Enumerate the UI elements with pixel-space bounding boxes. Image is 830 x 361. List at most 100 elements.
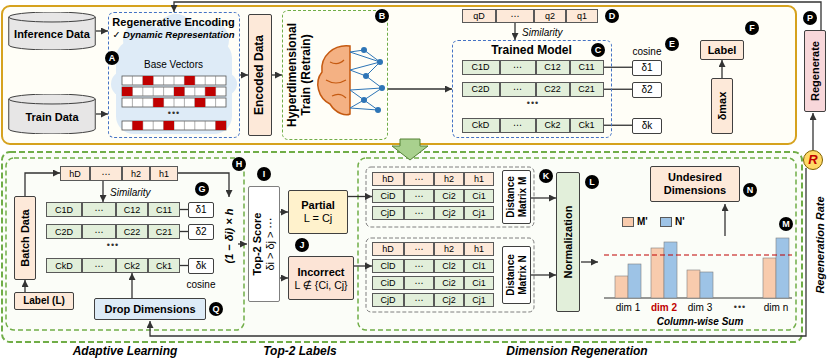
- callout-letter: E: [665, 37, 679, 51]
- text-wrap: h2: [444, 244, 454, 254]
- text-wrap: ⋯: [511, 11, 520, 21]
- vector-cell: Ck2: [116, 258, 148, 273]
- bar: [700, 272, 713, 298]
- callout-letter: M: [779, 217, 793, 231]
- flow-arrow: [724, 204, 725, 236]
- adaptive-region: [6, 158, 244, 330]
- callout-letter: G: [195, 182, 209, 196]
- partial-box: PartialL = Cj: [288, 190, 348, 234]
- text-label: dim 1: [616, 302, 640, 313]
- node-text: Encoded Data: [253, 17, 267, 133]
- node-text: C12: [124, 204, 141, 214]
- vector-cell: Ci2: [434, 276, 464, 290]
- vector-cell: ClD: [372, 259, 404, 273]
- vector-cell: Cj2: [434, 293, 464, 307]
- text-wrap: Ck1: [156, 260, 172, 270]
- vector-cell: ⋯: [404, 259, 434, 273]
- node-text: ✓ Dynamic Representation: [112, 30, 234, 41]
- vector-cell: ⋯: [404, 293, 434, 307]
- text-wrap: Top-2 Scoreδi > δj > ⋯: [251, 189, 276, 299]
- connector: [604, 67, 633, 68]
- text-wrap: C2D: [55, 226, 73, 236]
- text-wrap: Cj2: [442, 295, 456, 305]
- node-text: Ck2: [544, 120, 560, 130]
- base-vector: [122, 87, 226, 96]
- node-text: Partial: [301, 199, 335, 212]
- vector-cell: Ci1: [464, 189, 494, 203]
- drop-dimensions-box: Drop Dimensions: [94, 298, 206, 320]
- encoding-box: Regenerative Encoding✓ Dynamic Represent…: [108, 12, 240, 138]
- text-wrap: Regenerative Encoding✓ Dynamic Represent…: [112, 16, 234, 70]
- network-node: [377, 59, 383, 65]
- text-wrap: ⋯: [95, 260, 104, 270]
- node-text: Cj2: [442, 295, 456, 305]
- ellipsis: •••: [527, 98, 539, 108]
- text-wrap: Cl2: [442, 261, 456, 271]
- text-wrap: h1: [159, 168, 169, 178]
- text-wrap: Cj2: [442, 208, 456, 218]
- legend-text: N': [675, 216, 685, 227]
- vector-cell: Ci1: [464, 276, 494, 290]
- node-text: Ck1: [578, 120, 594, 130]
- text-label: cosine: [633, 46, 662, 57]
- connector: [240, 74, 248, 75]
- text-wrap: C11: [579, 62, 595, 72]
- node-text: Top-2 Score: [251, 189, 264, 299]
- connector: [180, 231, 188, 232]
- node-text: hD: [382, 244, 394, 254]
- text-wrap: ⋯: [415, 174, 424, 184]
- text-wrap: CiD: [381, 278, 396, 288]
- text-label: dim 3: [688, 302, 712, 313]
- node-text: Batch Data: [19, 199, 32, 277]
- connector: [531, 274, 557, 275]
- connector: [180, 209, 188, 210]
- legend-item: M': [622, 216, 648, 227]
- text-wrap: C12: [124, 204, 141, 214]
- node-text: ⋯: [415, 174, 424, 184]
- node-text: h2: [131, 168, 141, 178]
- node-text: Cl2: [442, 261, 456, 271]
- callout-letter: B: [375, 9, 389, 23]
- label-box: Label (L): [14, 292, 74, 310]
- text-wrap: ⋯: [415, 278, 424, 288]
- vector-cell: C11: [570, 60, 604, 75]
- text-wrap: C22: [124, 226, 141, 236]
- connector: [354, 265, 372, 266]
- text-label: cosine: [187, 279, 216, 290]
- node-text: qD: [473, 11, 485, 21]
- text-wrap: C21: [156, 226, 173, 236]
- node-text: Incorrect: [294, 266, 347, 279]
- text-wrap: δk: [642, 120, 653, 132]
- legend-item: N': [660, 216, 685, 227]
- node-text: Ci2: [442, 278, 456, 288]
- node-text: C22: [124, 226, 141, 236]
- node-text: Drop Dimensions: [104, 303, 195, 316]
- node-text: ⋯: [513, 84, 522, 94]
- callout-letter: C: [591, 43, 605, 57]
- vector-cell: h2: [434, 172, 464, 186]
- text-wrap: ⋯: [513, 84, 522, 94]
- node-text: Ck2: [124, 260, 140, 270]
- matrix-group: [366, 238, 534, 312]
- vector-cell: CkD: [462, 118, 500, 133]
- distance-matrix-box: Distance Matrix M: [502, 170, 531, 224]
- text-wrap: Distance Matrix M: [505, 173, 528, 221]
- node-text: Ci2: [442, 191, 456, 201]
- vertical-label: (1 − δi) × h: [223, 208, 235, 263]
- node-text: CkD: [55, 260, 73, 270]
- text-wrap: Cj1: [472, 295, 486, 305]
- node-text: C2D: [55, 226, 73, 236]
- network-links: [350, 50, 382, 110]
- encoded-data-box: Encoded Data: [248, 14, 272, 136]
- flow-arrow: [581, 261, 598, 262]
- cylinder-rim: [9, 99, 96, 104]
- text-wrap: Batch Data: [19, 199, 32, 277]
- text-wrap: h2: [131, 168, 141, 178]
- text-wrap: Encoded Data: [253, 17, 267, 133]
- vector-row: [122, 87, 226, 96]
- flow-arrow: [238, 243, 247, 244]
- text-wrap: ⋯: [415, 261, 424, 271]
- text-wrap: Inference Data: [14, 28, 90, 41]
- connector: [388, 88, 452, 89]
- text-wrap: hD: [382, 174, 394, 184]
